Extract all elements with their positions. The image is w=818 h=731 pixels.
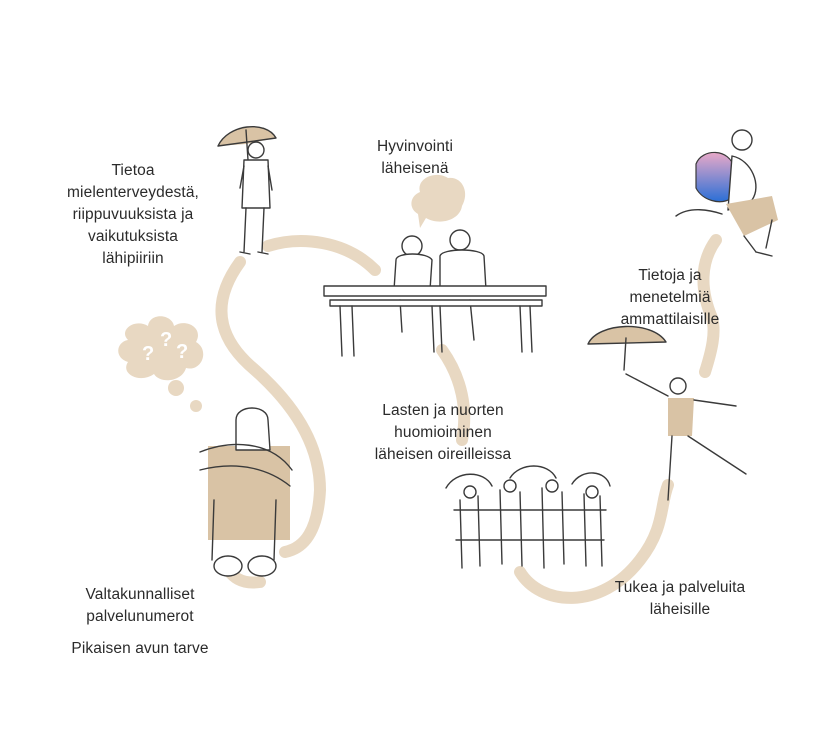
label-line: läheisenä <box>381 160 449 177</box>
label-line: Valtakunnalliset <box>85 586 195 603</box>
svg-text:?: ? <box>160 329 172 351</box>
label-line: Tukea ja palveluita <box>614 579 746 596</box>
bench-couple-icon <box>323 229 547 357</box>
umbrella-dancer-icon <box>587 325 747 501</box>
label-line: läheisen oireilleissa <box>374 446 512 463</box>
person-umbrella-icon <box>217 126 277 255</box>
label-line: Tietoa <box>111 162 155 179</box>
question-cloud-icon: ? ? ? <box>118 316 204 412</box>
label-line: ammattilaisille <box>620 311 720 328</box>
label-line: Pikaisen avun tarve <box>71 640 209 657</box>
label-professionals[interactable]: Tietoja ja menetelmiä ammattilaisille <box>600 265 740 331</box>
label-children-youth[interactable]: Lasten ja nuorten huomioiminen läheisen … <box>348 400 538 466</box>
label-line: menetelmiä <box>629 289 711 306</box>
label-national-numbers[interactable]: Valtakunnalliset palvelunumerot <box>55 584 225 628</box>
label-line: Lasten ja nuorten <box>382 402 504 419</box>
jumping-person-icon <box>675 129 778 257</box>
speech-bubble-icon <box>411 174 466 228</box>
crowd-umbrellas-icon <box>445 465 611 569</box>
label-line: läheisille <box>649 601 711 618</box>
label-line: lähipiiriin <box>102 250 164 267</box>
label-urgent-help[interactable]: Pikaisen avun tarve <box>50 638 230 660</box>
label-line: Hyvinvointi <box>376 138 454 155</box>
label-line: riippuvuuksista ja <box>72 206 194 223</box>
label-line: vaikutuksista <box>87 228 179 245</box>
svg-text:?: ? <box>176 341 188 363</box>
label-line: mielenterveydestä, <box>67 184 199 201</box>
label-wellbeing[interactable]: Hyvinvointi läheisenä <box>350 136 480 180</box>
journey-path <box>215 234 722 604</box>
label-line: Tietoja ja <box>638 267 702 284</box>
sitting-person-icon <box>199 407 293 577</box>
label-line: palvelunumerot <box>86 608 194 625</box>
label-mental-health-info[interactable]: Tietoa mielenterveydestä, riippuvuuksist… <box>38 160 228 270</box>
label-line: huomioiminen <box>394 424 492 441</box>
label-support-services[interactable]: Tukea ja palveluita läheisille <box>600 577 760 621</box>
svg-text:?: ? <box>142 343 154 365</box>
